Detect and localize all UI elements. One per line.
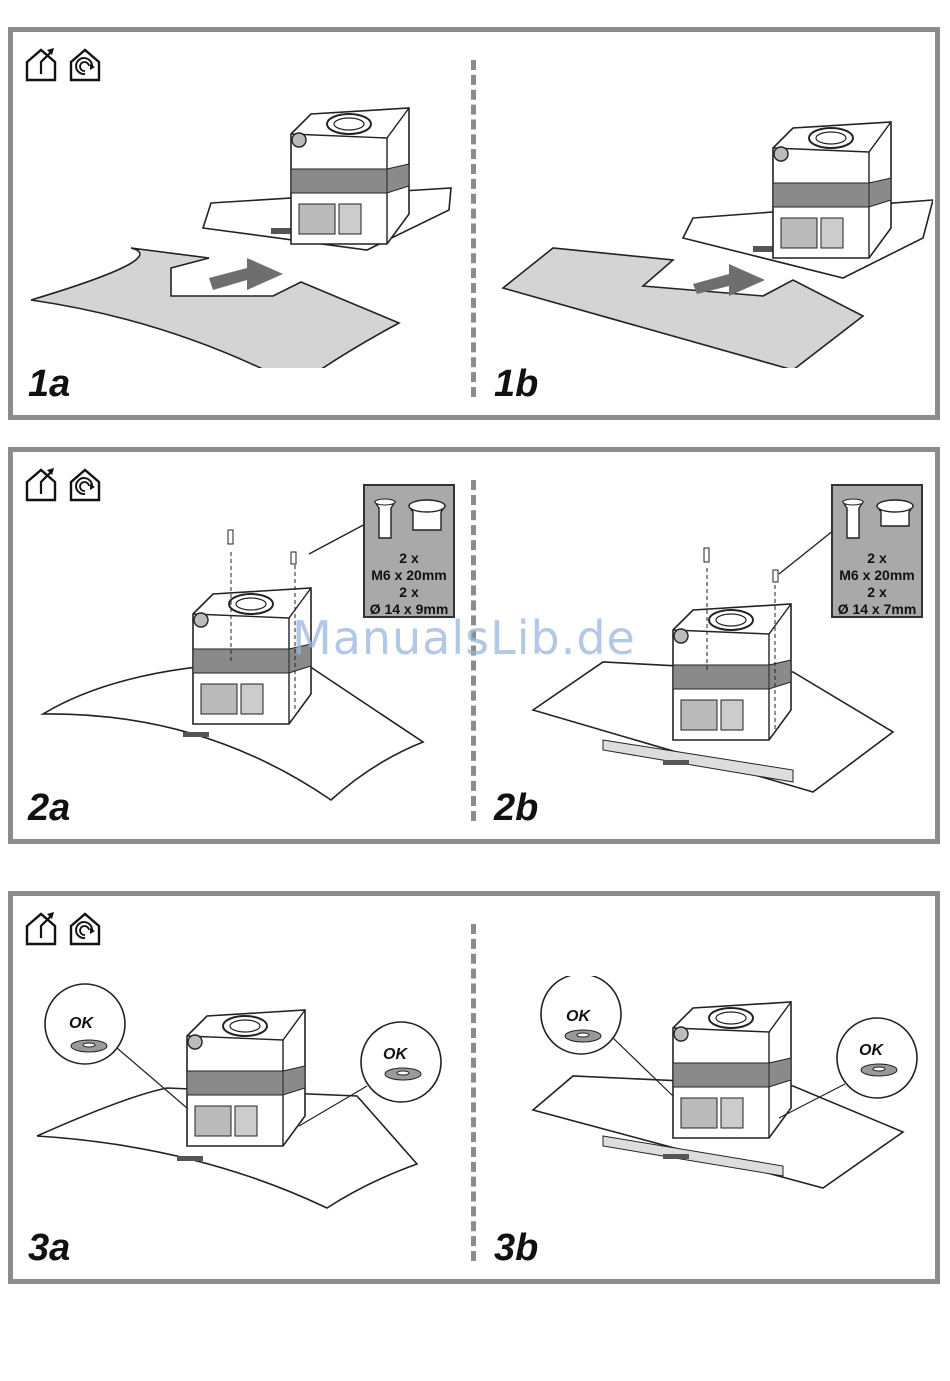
panel-divider xyxy=(471,924,476,1261)
step-label-1b: 1b xyxy=(494,365,538,403)
step-label-3a: 3a xyxy=(28,1229,70,1267)
illustration-3a xyxy=(27,976,467,1226)
ok-label: OK xyxy=(859,1042,883,1060)
step-label-2a: 2a xyxy=(28,789,70,827)
screw-and-spacer-icon xyxy=(833,486,921,546)
mode-icons xyxy=(25,912,109,951)
house-exhaust-icon xyxy=(27,912,55,944)
illustration-1a xyxy=(21,68,461,368)
spacer-size: Ø 14 x 7mm xyxy=(833,601,921,618)
watermark: ManualsLib.de xyxy=(292,611,636,665)
step-label-3b: 3b xyxy=(494,1229,538,1267)
hardware-spec-box: 2 x M6 x 20mm 2 x Ø 14 x 7mm xyxy=(831,484,923,618)
house-recirculation-icon xyxy=(71,914,99,944)
illustration-1b xyxy=(493,68,933,368)
ok-label: OK xyxy=(566,1008,590,1026)
screw-qty: 2 x xyxy=(833,550,921,567)
spacer-qty: 2 x xyxy=(833,584,921,601)
panel-step-1: 1a 1b xyxy=(8,27,940,420)
hardware-spec-box: 2 x M6 x 20mm 2 x Ø 14 x 9mm xyxy=(363,484,455,618)
screw-size: M6 x 20mm xyxy=(833,567,921,584)
step-label-2b: 2b xyxy=(494,789,538,827)
mode-icons xyxy=(25,468,109,507)
house-recirculation-icon xyxy=(71,470,99,500)
panel-step-3: OK OK OK OK 3a 3b xyxy=(8,891,940,1284)
ok-label: OK xyxy=(383,1046,407,1064)
step-label-1a: 1a xyxy=(28,365,70,403)
house-exhaust-icon xyxy=(27,468,55,500)
ok-label: OK xyxy=(69,1015,93,1033)
panel-divider xyxy=(471,60,476,397)
spacer-qty: 2 x xyxy=(365,584,453,601)
screw-size: M6 x 20mm xyxy=(365,567,453,584)
screw-and-spacer-icon xyxy=(365,486,453,546)
screw-qty: 2 x xyxy=(365,550,453,567)
